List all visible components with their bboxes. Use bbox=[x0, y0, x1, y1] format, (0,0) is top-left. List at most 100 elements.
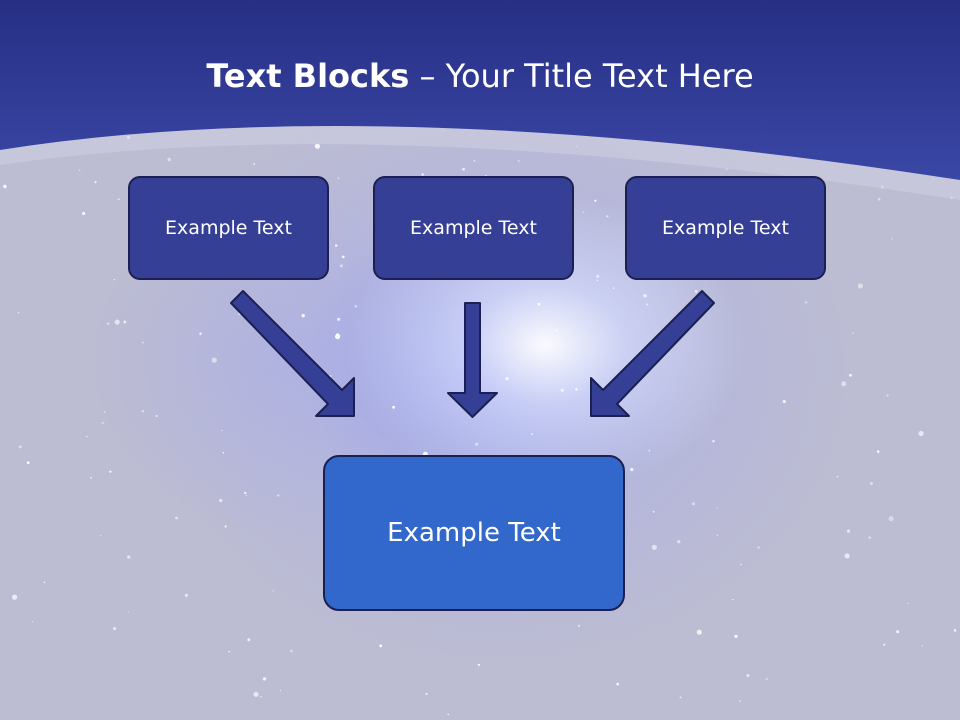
star bbox=[918, 430, 924, 437]
star bbox=[851, 332, 854, 335]
star bbox=[43, 581, 46, 584]
star bbox=[123, 320, 127, 324]
star bbox=[732, 598, 734, 601]
star bbox=[734, 634, 738, 639]
star bbox=[109, 470, 112, 473]
star bbox=[245, 494, 247, 497]
text-block-left-label: Example Text bbox=[165, 217, 292, 239]
star bbox=[606, 215, 609, 218]
star bbox=[335, 244, 338, 247]
star bbox=[337, 177, 340, 179]
star bbox=[224, 525, 227, 528]
star bbox=[630, 467, 634, 472]
star bbox=[746, 674, 750, 678]
star bbox=[473, 159, 476, 162]
star bbox=[167, 157, 171, 162]
star bbox=[141, 341, 144, 344]
star bbox=[477, 663, 480, 666]
star bbox=[616, 682, 619, 686]
text-block-center[interactable]: Example Text bbox=[373, 176, 574, 280]
star bbox=[896, 630, 900, 634]
star bbox=[86, 436, 88, 438]
star bbox=[475, 442, 479, 446]
arrow-down-icon bbox=[447, 302, 498, 418]
star bbox=[18, 445, 22, 449]
star bbox=[26, 461, 30, 464]
star bbox=[725, 168, 728, 171]
title-dash: – bbox=[409, 57, 446, 95]
star bbox=[886, 394, 889, 397]
star bbox=[677, 540, 681, 544]
star bbox=[175, 516, 178, 520]
star bbox=[279, 689, 282, 692]
star bbox=[531, 433, 533, 436]
star bbox=[244, 491, 247, 495]
star bbox=[99, 534, 102, 537]
star bbox=[582, 211, 585, 214]
star bbox=[3, 184, 7, 189]
star bbox=[505, 377, 509, 381]
star bbox=[117, 198, 120, 201]
star bbox=[869, 482, 873, 485]
text-block-main[interactable]: Example Text bbox=[323, 455, 625, 611]
star bbox=[844, 553, 850, 559]
star bbox=[228, 650, 231, 653]
star bbox=[740, 563, 742, 566]
star bbox=[336, 333, 340, 337]
star bbox=[921, 645, 924, 647]
arrow-right-diagonal-icon bbox=[590, 290, 715, 417]
text-block-left[interactable]: Example Text bbox=[128, 176, 329, 280]
star bbox=[82, 211, 86, 216]
star bbox=[31, 620, 34, 623]
star bbox=[891, 238, 893, 240]
star bbox=[849, 373, 852, 377]
star bbox=[354, 305, 358, 308]
star bbox=[104, 411, 106, 413]
star bbox=[577, 624, 580, 627]
star bbox=[868, 536, 871, 539]
star bbox=[113, 627, 117, 631]
star bbox=[421, 173, 424, 176]
star bbox=[94, 181, 97, 184]
star bbox=[199, 332, 202, 335]
star bbox=[184, 593, 188, 597]
star bbox=[846, 529, 851, 533]
star bbox=[107, 322, 110, 325]
text-block-center-label: Example Text bbox=[410, 217, 537, 239]
star bbox=[953, 629, 957, 632]
star bbox=[739, 700, 741, 703]
star bbox=[679, 696, 682, 699]
slide-title: Text Blocks – Your Title Text Here bbox=[0, 54, 960, 98]
star bbox=[277, 494, 280, 497]
star bbox=[841, 381, 847, 387]
star bbox=[301, 313, 305, 318]
star bbox=[692, 502, 695, 506]
star bbox=[857, 283, 864, 289]
star bbox=[646, 303, 649, 306]
star bbox=[262, 677, 267, 681]
star bbox=[12, 594, 18, 600]
star bbox=[260, 695, 262, 698]
star bbox=[89, 476, 93, 479]
star bbox=[712, 439, 715, 443]
star bbox=[804, 301, 808, 304]
star bbox=[253, 163, 256, 166]
star bbox=[314, 143, 320, 149]
text-block-right-label: Example Text bbox=[662, 217, 789, 239]
star bbox=[907, 602, 909, 605]
star bbox=[221, 429, 223, 432]
star bbox=[560, 388, 564, 392]
star bbox=[462, 167, 465, 171]
star bbox=[127, 611, 129, 613]
title-rest-text: Your Title Text Here bbox=[445, 57, 754, 95]
star bbox=[78, 169, 81, 172]
star bbox=[765, 678, 768, 680]
header-arc-highlight bbox=[0, 126, 960, 200]
arrow-left-diagonal-icon bbox=[230, 290, 355, 417]
star bbox=[341, 255, 345, 259]
star bbox=[517, 160, 520, 162]
text-block-right[interactable]: Example Text bbox=[625, 176, 826, 280]
star bbox=[113, 278, 116, 281]
star bbox=[17, 312, 20, 314]
